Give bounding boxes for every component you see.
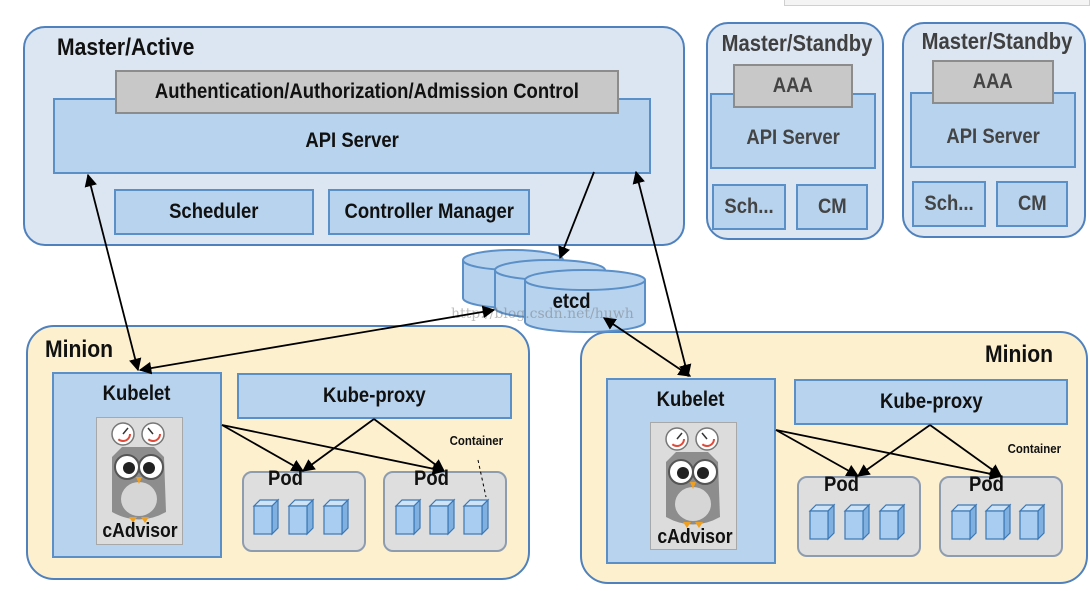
container-label-left: Container	[449, 433, 504, 448]
aaa-label: Authentication/Authorization/Admission C…	[155, 80, 579, 103]
master-standby-title-2: Master/Standby	[921, 28, 1073, 54]
pod-label-left-1: Pod	[268, 467, 303, 490]
cadvisor-label-right: cAdvisor	[657, 526, 733, 548]
minion-title-right: Minion	[985, 341, 1054, 368]
standby-sch-label-1: Sch...	[724, 195, 774, 218]
standby-cm-label-2: CM	[1017, 192, 1047, 215]
kube-proxy-box-right: Kube-proxy	[794, 379, 1068, 425]
container-pointer-left	[477, 459, 487, 498]
cadvisor-owl-icon-left	[111, 422, 166, 523]
master-standby-title-1: Master/Standby	[721, 30, 873, 56]
master-active-title: Master/Active	[57, 34, 195, 61]
controller-manager-label: Controller Manager	[344, 200, 514, 223]
kubelet-label-left: Kubelet	[103, 382, 171, 405]
cadvisor-label-left: cAdvisor	[102, 520, 178, 542]
standby-cm-box-2: CM	[996, 181, 1068, 227]
etcd-cylinders-icon	[462, 249, 646, 333]
scheduler-box: Scheduler	[114, 189, 314, 235]
arrow-proxy-pod2-right	[929, 424, 1003, 477]
standby-cm-box-1: CM	[796, 184, 868, 230]
standby-cm-label-1: CM	[817, 195, 847, 218]
watermark-text: http://blog.csdn.net/huwh	[451, 306, 634, 322]
kube-proxy-label-right: Kube-proxy	[879, 390, 983, 413]
arrow-kubelet-etcd	[138, 305, 496, 375]
arrow-kubelet-pod2-right	[775, 429, 1003, 480]
arrow-api-kubelet-left	[84, 173, 142, 372]
standby-aaa-label-2: AAA	[972, 70, 1014, 93]
scheduler-label: Scheduler	[169, 200, 259, 223]
container-label-right: Container	[1007, 441, 1062, 456]
cadvisor-owl-icon-right	[665, 427, 720, 528]
arrow-proxy-pod2-left	[373, 418, 446, 472]
arrow-kubelet-pod1-left	[221, 424, 305, 472]
arrow-proxy-pod1-left	[301, 418, 375, 472]
pod-label-right-1: Pod	[824, 473, 859, 496]
aaa-box: Authentication/Authorization/Admission C…	[115, 70, 619, 114]
arrow-etcd-kubelet-right	[602, 317, 692, 377]
api-server-label: API Server	[305, 129, 399, 152]
standby-api-label-1: API Server	[746, 126, 840, 149]
standby-aaa-label-1: AAA	[772, 74, 814, 97]
standby-aaa-box-1: AAA	[733, 64, 853, 108]
arrow-proxy-pod1-right	[856, 424, 931, 477]
standby-sch-box-2: Sch...	[912, 181, 986, 227]
kubelet-label-right: Kubelet	[657, 388, 725, 411]
etcd-label: etcd	[552, 290, 591, 313]
arrow-api-etcd	[558, 171, 595, 260]
standby-api-label-2: API Server	[946, 125, 1040, 148]
arrow-kubelet-pod1-right	[775, 429, 860, 477]
controller-manager-box: Controller Manager	[328, 189, 530, 235]
kube-proxy-label-left: Kube-proxy	[323, 384, 426, 407]
standby-sch-box-1: Sch...	[712, 184, 786, 230]
standby-aaa-box-2: AAA	[932, 60, 1054, 104]
standby-sch-label-2: Sch...	[924, 192, 974, 215]
